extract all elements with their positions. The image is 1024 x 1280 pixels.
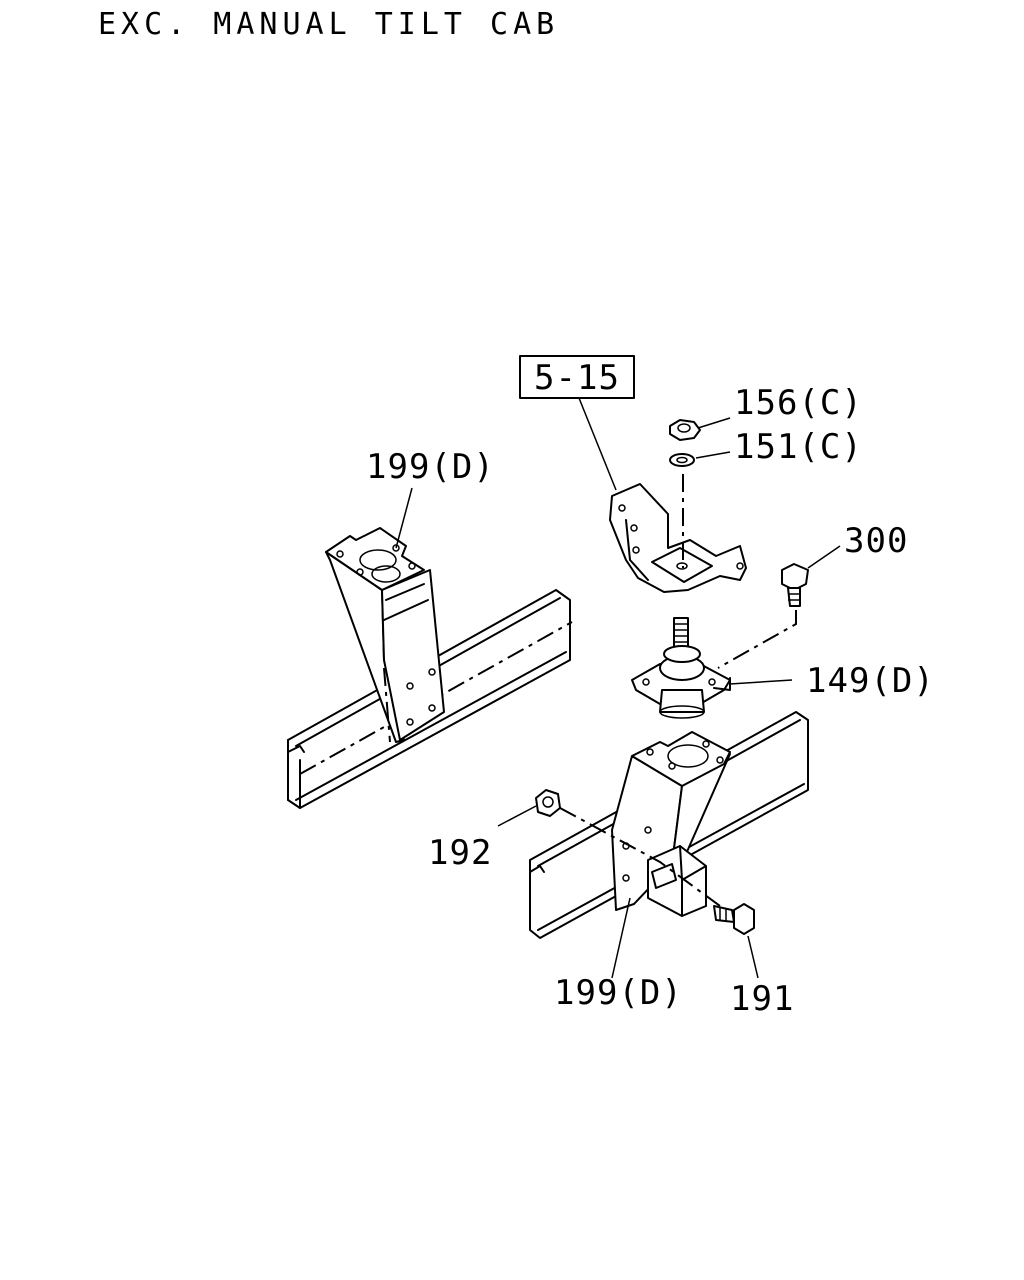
bolt-191 bbox=[713, 903, 755, 935]
ref-box-frame bbox=[519, 355, 635, 399]
callout-300[interactable]: 300 bbox=[844, 521, 908, 561]
callout-199-upper[interactable]: 199(D) bbox=[366, 447, 495, 487]
rubber-mount-149 bbox=[631, 617, 731, 719]
callout-191[interactable]: 191 bbox=[730, 979, 794, 1019]
leader-lines bbox=[395, 397, 841, 979]
bolt-300 bbox=[781, 563, 809, 607]
ref-box-label[interactable]: 5-15 bbox=[534, 358, 620, 398]
center-line-300 bbox=[717, 610, 797, 669]
cab-mount-bracket bbox=[609, 483, 747, 593]
callout-199-lower[interactable]: 199(D) bbox=[554, 973, 683, 1013]
washer-151 bbox=[669, 453, 695, 467]
center-line-lower bbox=[559, 807, 721, 907]
callout-192[interactable]: 192 bbox=[428, 833, 492, 873]
nut-192 bbox=[535, 789, 561, 817]
diagram-title: EXC. MANUAL TILT CAB bbox=[98, 7, 559, 42]
bracket-upper-199 bbox=[325, 527, 445, 743]
callout-149[interactable]: 149(D) bbox=[806, 661, 935, 701]
nut-156 bbox=[669, 419, 701, 441]
callout-156[interactable]: 156(C) bbox=[734, 383, 863, 423]
callout-151[interactable]: 151(C) bbox=[734, 427, 863, 467]
